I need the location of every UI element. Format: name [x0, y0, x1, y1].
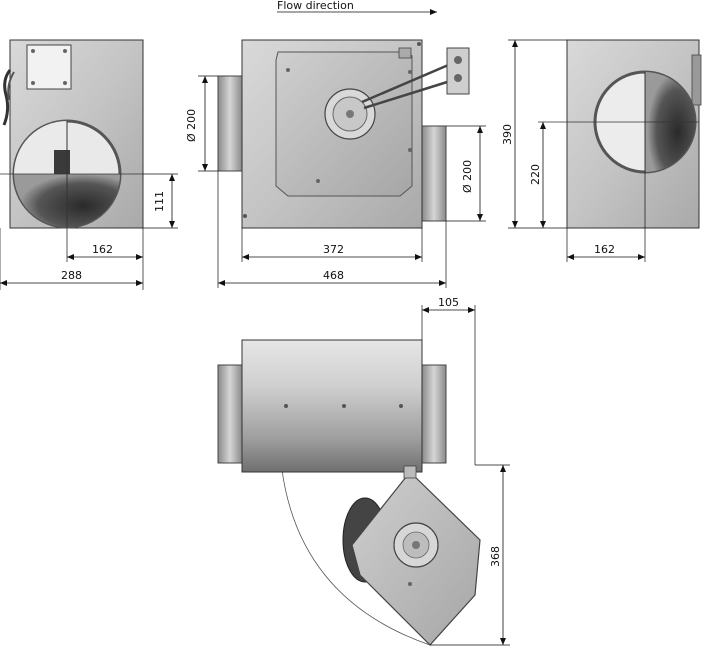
front-outlet-collar: [421, 125, 447, 222]
front-bracket: [446, 47, 470, 95]
bottom-offset-dim: 105: [438, 296, 459, 309]
bottom-housing: [241, 339, 423, 473]
bottom-panel-height-dim: 368: [489, 546, 502, 567]
flow-direction-label: Flow direction: [277, 0, 354, 12]
right-side-view: 390 220 162: [501, 39, 702, 262]
door-swing-arc: [281, 469, 431, 646]
left-width-dim: 288: [61, 269, 82, 282]
flow-direction-indicator: Flow direction: [277, 0, 437, 15]
right-center-dim: 162: [594, 243, 615, 256]
left-center-dim: 162: [92, 243, 113, 256]
front-view: Ø 200 Ø 200 372 468: [185, 39, 486, 288]
bottom-view: 105 368: [217, 296, 510, 646]
right-height-dim: 390: [501, 124, 514, 145]
front-inner-width-dim: 372: [323, 243, 344, 256]
left-height-dim: 111: [153, 191, 166, 212]
right-center-height-dim: 220: [529, 164, 542, 185]
left-side-view: 111 162 288: [0, 39, 178, 290]
front-outlet-diameter-dim: Ø 200: [461, 160, 474, 193]
front-total-width-dim: 468: [323, 269, 344, 282]
bottom-inlet-collar: [217, 364, 243, 464]
cable: [2, 69, 12, 126]
front-inlet-collar: [217, 75, 243, 172]
bottom-outlet-collar: [421, 364, 447, 464]
front-inlet-diameter-dim: Ø 200: [185, 109, 198, 142]
